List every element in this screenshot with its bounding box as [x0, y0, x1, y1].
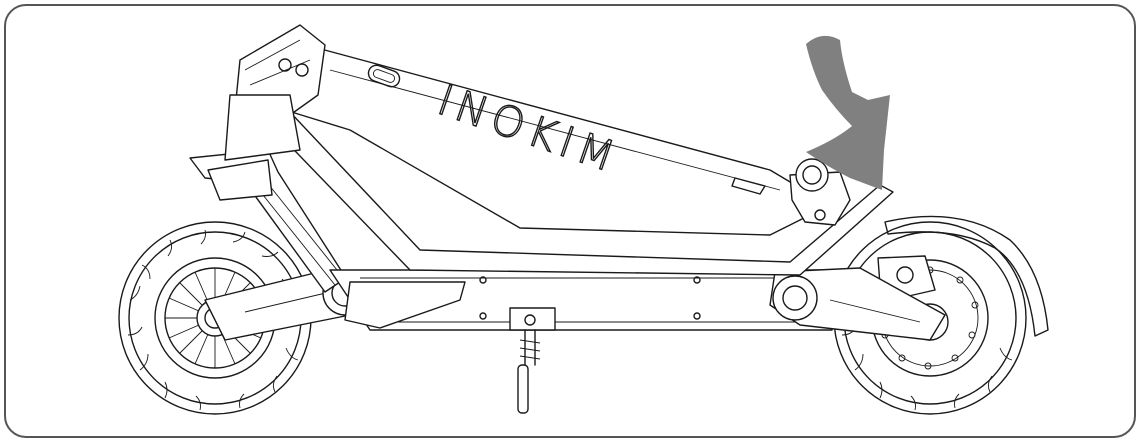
- folding-joint: [207, 24, 326, 201]
- folded-stem: INOKIM: [269, 41, 894, 276]
- front-swing-arm: [769, 267, 946, 341]
- deck: [329, 269, 833, 331]
- handlebar-clamp: [789, 158, 851, 226]
- arrow-down-icon: [806, 35, 890, 190]
- kickstand: [509, 307, 556, 414]
